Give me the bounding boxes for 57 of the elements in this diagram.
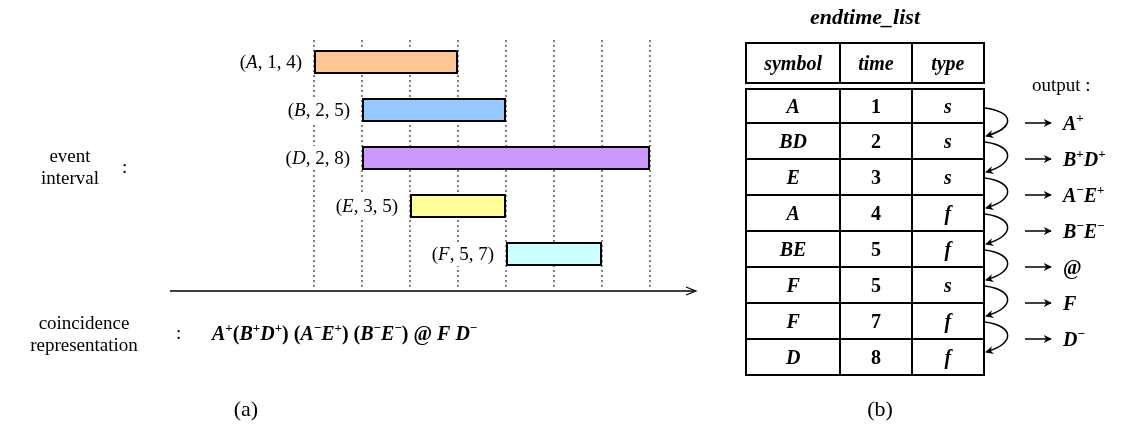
output-symbol: F xyxy=(1063,291,1077,315)
column-header: symbol xyxy=(763,50,823,77)
arrow xyxy=(984,213,1009,246)
arrow xyxy=(984,249,1009,282)
table-header-row xyxy=(745,42,985,84)
table-row xyxy=(745,158,985,196)
table-cell-text: A xyxy=(784,200,801,226)
axis-label: coincidence representation xyxy=(29,312,139,356)
table-cell: 8 xyxy=(839,340,911,374)
table-cell: f xyxy=(910,340,983,374)
table-cell-text: F xyxy=(785,272,801,298)
subfigure-label: (a) xyxy=(232,396,260,422)
table-row xyxy=(745,230,985,268)
formula-text: A$^{+}$(B$^{+}$D$^{+}$) (A$^{−}$E$^{+}$) (B$^{−}$E$^{−}$) @ F D$^{−}$ xyxy=(212,322,479,345)
arrow xyxy=(1024,263,1052,271)
table-row xyxy=(745,88,985,124)
output-symbol: A$^{+}$ xyxy=(1063,111,1084,135)
arrow xyxy=(984,141,1009,174)
table-cell-text: D xyxy=(784,344,802,370)
subfigure-label: (b) xyxy=(866,396,894,422)
output-symbol: B$^{+}$D$^{+}$ xyxy=(1063,147,1106,171)
colon: : xyxy=(176,322,183,344)
arrow xyxy=(984,285,1009,318)
table-cell-text: BE xyxy=(778,236,808,262)
arrow xyxy=(1024,227,1052,235)
interval-bar xyxy=(314,50,458,74)
arrow xyxy=(1024,119,1052,127)
interval-bar xyxy=(362,98,506,122)
column-header: time xyxy=(839,44,911,82)
arrow xyxy=(1024,155,1052,163)
column-header: type xyxy=(910,44,983,82)
arrow xyxy=(984,321,1009,354)
table-row xyxy=(745,122,985,160)
arrow xyxy=(1024,335,1052,343)
table-cell-text: BD xyxy=(778,128,808,154)
colon: : xyxy=(122,156,129,178)
table-row xyxy=(745,302,985,340)
output-symbol: A$^{−}$E$^{+}$ xyxy=(1063,183,1105,207)
interval-bar xyxy=(410,194,506,218)
output-symbol: @ xyxy=(1063,255,1082,279)
table-cell-text: E xyxy=(785,164,801,190)
arrow xyxy=(1024,299,1052,307)
output-symbol: D$^{−}$ xyxy=(1063,327,1085,351)
table-row xyxy=(745,194,985,232)
table-row xyxy=(745,266,985,304)
interval-bar xyxy=(506,242,602,266)
arrow xyxy=(984,177,1009,210)
table-cell-text: F xyxy=(785,308,801,334)
table-row xyxy=(745,338,985,376)
arrow xyxy=(1024,191,1052,199)
axis-label: event interval xyxy=(40,145,100,189)
table-cell-text: A xyxy=(784,93,801,119)
output-symbol: B$^{−}$E$^{−}$ xyxy=(1063,219,1105,243)
interval-bar xyxy=(362,146,650,170)
arrow xyxy=(984,107,1009,138)
table-title: endtime_list xyxy=(809,4,922,30)
output-label: output : xyxy=(1032,74,1092,96)
